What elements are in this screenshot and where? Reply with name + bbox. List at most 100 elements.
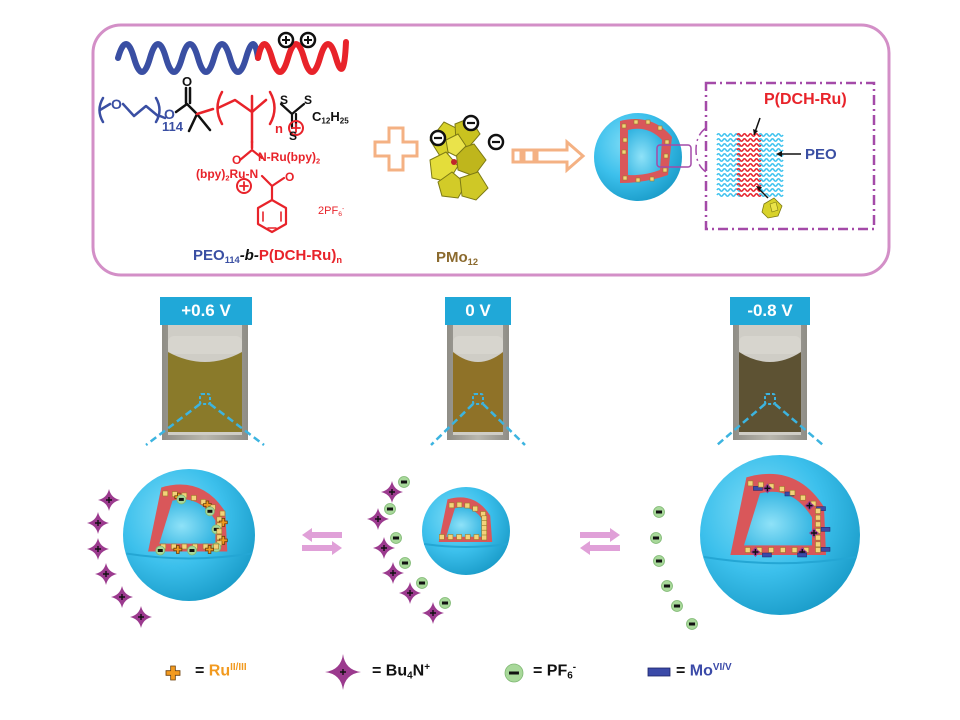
pmo12-site-icon bbox=[181, 543, 188, 550]
pmo12-site-icon bbox=[789, 489, 796, 496]
anion-charge-icon bbox=[462, 114, 480, 132]
pf6-anion-icon bbox=[661, 580, 673, 592]
bu4n-cation-icon bbox=[399, 582, 421, 604]
voltage-label-zero: 0 V bbox=[445, 297, 511, 325]
pmo12-site-icon bbox=[800, 494, 806, 501]
vesicle-cavity bbox=[159, 499, 216, 544]
mo-reduced-icon bbox=[820, 527, 831, 532]
pmo12-small-icon bbox=[761, 197, 783, 219]
mo-reduced-icon bbox=[753, 486, 763, 491]
pmo12-site-icon bbox=[815, 534, 821, 541]
thio-sulfur-1: S bbox=[280, 93, 289, 107]
bu4n-cation-icon bbox=[95, 563, 117, 585]
membrane-layer-icon bbox=[716, 132, 784, 198]
carbonyl-oxygen: O bbox=[182, 74, 193, 89]
vesicle-icon bbox=[123, 469, 255, 601]
pmo12-site-icon bbox=[481, 520, 488, 526]
pmo12-site-icon bbox=[162, 490, 169, 497]
pf6-anion-icon bbox=[398, 476, 410, 488]
polymer-name: PEO114-b-P(DCH-Ru)n bbox=[193, 247, 343, 265]
inset-pdch-label: P(DCH-Ru) bbox=[764, 91, 847, 108]
top-panel-frame bbox=[91, 23, 891, 277]
pf6-anion-icon bbox=[653, 506, 665, 518]
solution-fill bbox=[453, 352, 503, 432]
bu4n-cation-icon bbox=[98, 489, 120, 511]
legend-mo-icon bbox=[647, 667, 671, 677]
ru-cation-icon bbox=[205, 545, 214, 554]
bu4n-cation-icon bbox=[87, 538, 109, 560]
assembly-arrow-icon bbox=[511, 138, 586, 174]
zoom-marker-icon bbox=[199, 393, 211, 405]
pmo12-site-icon bbox=[815, 514, 821, 521]
pmo12-site-icon bbox=[758, 481, 764, 488]
pmo12-site-icon bbox=[791, 547, 798, 553]
thio-sulfur-2: S bbox=[304, 93, 313, 107]
bu4n-cation-icon bbox=[809, 528, 819, 538]
cuvette-icon bbox=[716, 325, 824, 446]
zoom-region-marker bbox=[656, 144, 692, 168]
mo-reduced-icon bbox=[820, 547, 831, 552]
legend-ru-label: = RuII/III bbox=[195, 662, 247, 680]
pmo12-name: PMo12 bbox=[436, 249, 479, 267]
vesicle-icon bbox=[422, 487, 510, 575]
equilibrium-arrows-icon bbox=[580, 528, 620, 555]
pmo12-site-icon bbox=[448, 502, 455, 509]
voltage-label-positive: +0.6 V bbox=[160, 297, 252, 325]
bu4n-cation-icon bbox=[381, 481, 403, 503]
bu4n-cation-icon bbox=[373, 537, 395, 559]
pf6-anion-icon bbox=[399, 557, 411, 569]
pmo12-site-icon bbox=[456, 501, 463, 508]
pf6-anion-icon bbox=[205, 506, 215, 517]
pf6-anion-icon bbox=[416, 577, 428, 589]
ester-oxygen: O bbox=[164, 106, 175, 122]
pf6-anion-icon bbox=[686, 618, 698, 630]
complex-ru-line-1: N-Ru(bpy)2 bbox=[258, 150, 321, 166]
zoom-marker-icon bbox=[472, 393, 484, 405]
pmo12-site-icon bbox=[815, 541, 821, 548]
pf6-anion-icon bbox=[650, 532, 662, 544]
ru-cation-icon bbox=[173, 545, 183, 554]
bu4n-cation-icon bbox=[422, 602, 444, 624]
bu4n-cation-icon bbox=[130, 606, 152, 628]
voltage-label-negative: -0.8 V bbox=[730, 297, 810, 325]
pmo12-site-icon bbox=[456, 534, 462, 540]
zoom-marker-icon bbox=[764, 393, 776, 405]
vesicle-icon bbox=[594, 113, 692, 201]
pmo12-site-icon bbox=[744, 547, 751, 553]
inset-frame bbox=[704, 81, 876, 231]
pmo12-site-icon bbox=[815, 508, 821, 514]
pmo12-site-icon bbox=[472, 505, 479, 512]
pmo12-site-icon bbox=[438, 534, 445, 540]
solution-fill bbox=[168, 352, 242, 432]
legend-bu4n-label: = Bu4N+ bbox=[372, 662, 430, 682]
legend-pf6-label: = PF6- bbox=[533, 662, 577, 682]
chemical-structure bbox=[98, 86, 306, 234]
thio-sulfur-3: S bbox=[289, 129, 298, 143]
pmo12-site-icon bbox=[191, 495, 197, 501]
mo-reduced-icon bbox=[762, 552, 772, 558]
inset-peo-label: PEO bbox=[805, 146, 837, 163]
vesicle-cavity bbox=[446, 507, 484, 537]
pmo12-site-icon bbox=[779, 486, 785, 492]
cation-charge-icon bbox=[277, 31, 295, 49]
pf6-anion-icon bbox=[176, 494, 187, 505]
bu4n-cation-icon bbox=[762, 483, 773, 494]
cation-charge-icon bbox=[299, 31, 317, 49]
pf6-anion-icon bbox=[653, 555, 665, 567]
pmo12-site-icon bbox=[780, 547, 786, 553]
pmo12-site-icon bbox=[481, 529, 488, 536]
pmo12-site-icon bbox=[219, 510, 226, 517]
ru-cation-icon bbox=[218, 517, 228, 527]
anion-charge-icon bbox=[487, 133, 505, 151]
pf6-anion-icon bbox=[384, 503, 396, 515]
legend-ru-icon bbox=[165, 665, 181, 681]
legend-mo-label: = MoVI/V bbox=[676, 662, 732, 680]
pmo12-site-icon bbox=[481, 525, 488, 531]
pf6-anion-icon bbox=[187, 545, 197, 556]
pmo12-site-icon bbox=[815, 547, 821, 553]
vesicle-icon bbox=[700, 455, 860, 615]
block-copolymer-coil-icon bbox=[115, 31, 349, 75]
pmo12-cluster-icon bbox=[429, 117, 489, 201]
pmo12-site-icon bbox=[464, 502, 471, 509]
anion-charge-icon bbox=[429, 129, 447, 147]
